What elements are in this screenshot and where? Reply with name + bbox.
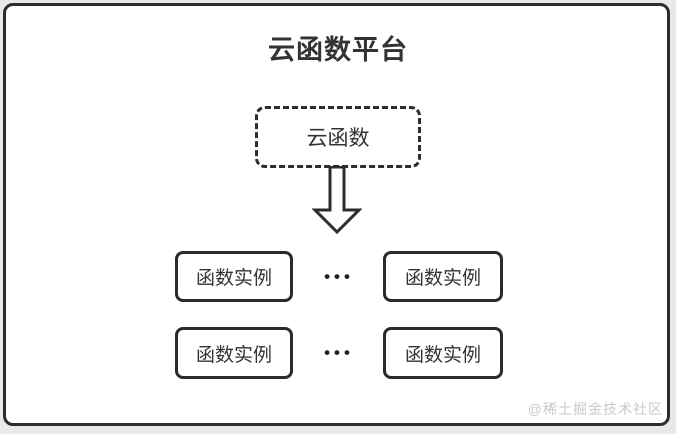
diagram-title: 云函数平台 — [268, 35, 408, 65]
function-instance-box: 函数实例 — [383, 327, 503, 379]
function-instance-box: 函数实例 — [175, 251, 293, 302]
ellipsis-dots: ••• — [324, 266, 354, 286]
function-instance-box: 函数实例 — [383, 251, 503, 302]
ellipsis-row-2: ••• — [316, 327, 358, 379]
down-arrow-icon — [312, 166, 362, 234]
cloud-function-label: 云函数 — [306, 127, 370, 150]
function-instance-box: 函数实例 — [175, 327, 293, 379]
ellipsis-row-1: ••• — [316, 251, 358, 302]
function-instance-label: 函数实例 — [195, 268, 272, 289]
ellipsis-dots: ••• — [324, 343, 354, 362]
function-instance-label: 函数实例 — [404, 268, 481, 289]
watermark-text: @稀土掘金技术社区 — [527, 401, 663, 417]
cloud-function-box: 云函数 — [255, 106, 421, 168]
function-instance-label: 函数实例 — [404, 344, 481, 366]
function-instance-label: 函数实例 — [195, 344, 272, 366]
